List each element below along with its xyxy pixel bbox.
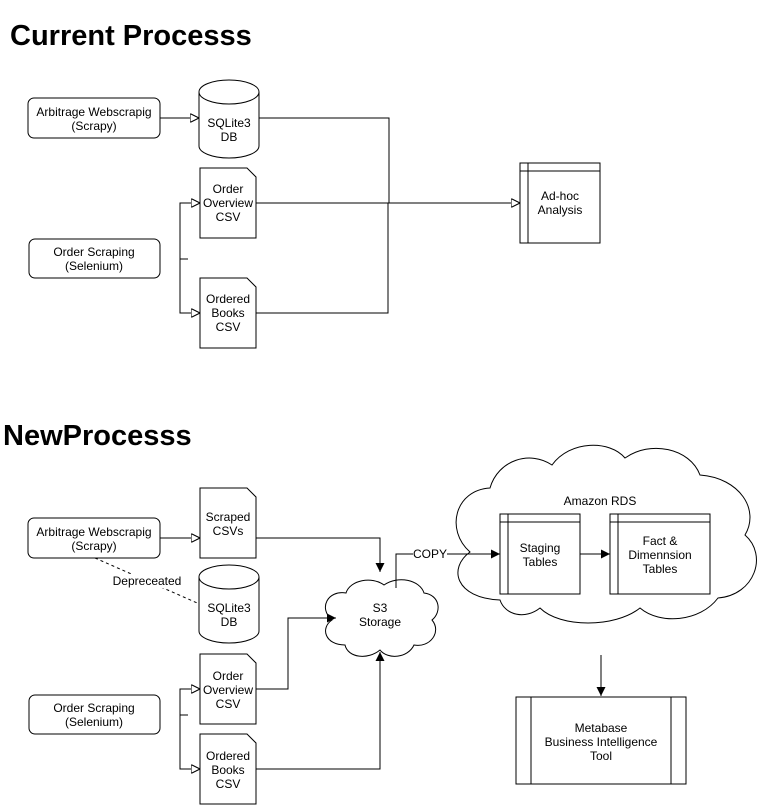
- order-overview-csv-doc-new: Order Overview CSV: [199, 653, 257, 725]
- edge-orderscraping-to-books-new: [179, 715, 200, 769]
- arbitrage-new-label-1: Arbitrage Webscrapig: [36, 525, 151, 539]
- current-process-title: Current Processs: [10, 20, 252, 52]
- scraped-csvs-doc: Scraped CSVs: [199, 487, 257, 559]
- new-process-title: NewProcesss: [3, 420, 192, 452]
- metabase-bi-tool-box: Metabase Business Intelligence Tool: [515, 696, 687, 785]
- s3-label-2: Storage: [359, 615, 401, 629]
- fact-label-1: Fact &: [643, 534, 678, 548]
- overview-new-label-3: CSV: [216, 697, 241, 711]
- metabase-label-2: Business Intelligence: [545, 735, 658, 749]
- order-scraping-label-2: (Selenium): [65, 259, 123, 273]
- edge-books-to-s3: [256, 652, 385, 770]
- books-label-3: CSV: [216, 320, 241, 334]
- s3-label-1: S3: [373, 601, 388, 615]
- sqlite-new-label-1: SQLite3: [207, 601, 251, 615]
- order-scraping-box-new: Order Scraping (Selenium): [28, 694, 161, 735]
- order-overview-csv-doc: Order Overview CSV: [199, 167, 257, 239]
- scraped-label-1: Scraped: [206, 510, 251, 524]
- adhoc-analysis-box: Ad-hoc Analysis: [519, 162, 601, 244]
- metabase-label-1: Metabase: [575, 721, 628, 735]
- ordered-books-csv-doc: Ordered Books CSV: [199, 277, 257, 349]
- fact-label-2: Dimennsion: [628, 548, 691, 562]
- order-scraping-box: Order Scraping (Selenium): [28, 238, 161, 279]
- adhoc-label-1: Ad-hoc: [541, 189, 579, 203]
- edge-orderscraping-to-books: [179, 259, 200, 313]
- metabase-label-3: Tool: [590, 749, 612, 763]
- fact-dimension-tables-box: Fact & Dimennsion Tables: [609, 513, 711, 595]
- edge-books-to-adhoc: [256, 203, 389, 314]
- edge-sqlite-to-adhoc: [259, 117, 390, 203]
- books-label-1: Ordered: [206, 292, 250, 306]
- sqlite-new-label-2: DB: [221, 615, 238, 629]
- edge-orderscraping-to-overview: [179, 203, 200, 260]
- overview-label-3: CSV: [216, 210, 241, 224]
- order-scraping-new-label-1: Order Scraping: [53, 701, 134, 715]
- order-scraping-label-1: Order Scraping: [53, 245, 134, 259]
- edge-scraped-to-s3: [256, 537, 385, 572]
- arbitrage-label-2: (Scrapy): [71, 119, 116, 133]
- s3-storage-cloud: S3 Storage: [325, 579, 439, 657]
- edge-overview-to-s3: [256, 613, 336, 690]
- arbitrage-webscraping-box: Arbitrage Webscrapig (Scrapy): [27, 97, 161, 139]
- overview-new-label-1: Order: [213, 669, 244, 683]
- edge-s3-copy-to-staging: [395, 549, 500, 588]
- staging-label-1: Staging: [520, 541, 561, 555]
- arbitrage-webscraping-box-new: Arbitrage Webscrapig (Scrapy): [27, 517, 161, 559]
- sqlite-label-1: SQLite3: [207, 116, 251, 130]
- adhoc-label-2: Analysis: [538, 203, 583, 217]
- staging-label-2: Tables: [523, 555, 558, 569]
- sqlite-db-cylinder-new: SQLite3 DB: [198, 564, 260, 644]
- edge-orderscraping-to-overview-new: [179, 689, 200, 716]
- rds-label: Amazon RDS: [564, 494, 637, 508]
- books-new-label-2: Books: [211, 763, 244, 777]
- arbitrage-new-label-2: (Scrapy): [71, 539, 116, 553]
- order-scraping-new-label-2: (Selenium): [65, 715, 123, 729]
- deprecated-label: Depreceated: [113, 574, 182, 588]
- staging-tables-box: Staging Tables: [499, 513, 581, 595]
- sqlite-label-2: DB: [221, 130, 238, 144]
- copy-label: COPY: [413, 547, 447, 561]
- overview-new-label-2: Overview: [203, 683, 253, 697]
- ordered-books-csv-doc-new: Ordered Books CSV: [199, 733, 257, 805]
- deprecated-edge-label: Depreceated: [110, 574, 184, 588]
- overview-label-1: Order: [213, 182, 244, 196]
- scraped-label-2: CSVs: [213, 524, 244, 538]
- overview-label-2: Overview: [203, 196, 253, 210]
- books-new-label-1: Ordered: [206, 749, 250, 763]
- fact-label-3: Tables: [643, 562, 678, 576]
- sqlite-db-cylinder: SQLite3 DB: [198, 79, 260, 159]
- copy-edge-label: COPY: [413, 547, 447, 561]
- books-label-2: Books: [211, 306, 244, 320]
- books-new-label-3: CSV: [216, 777, 241, 791]
- arbitrage-label-1: Arbitrage Webscrapig: [36, 105, 151, 119]
